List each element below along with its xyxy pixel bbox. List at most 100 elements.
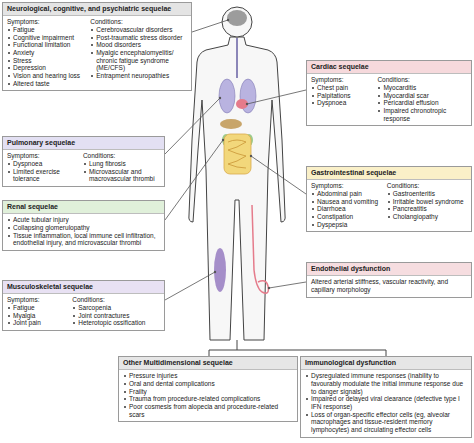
leader-dot xyxy=(250,155,252,157)
list-item: Poor cosmesis from alopecia and procedur… xyxy=(123,403,293,418)
bullet xyxy=(8,52,10,54)
list-item: Anxiety xyxy=(7,49,86,57)
list-item: Chest pain xyxy=(311,84,373,92)
list-item: Irritable bowel syndrome xyxy=(387,198,467,206)
column: Symptoms:Chest painPalpitationsDyspnoea xyxy=(311,76,373,122)
list-item: Dysregulated immune responses (inability… xyxy=(305,372,467,395)
list-item: Functional limitation xyxy=(7,41,86,49)
list-heading: Conditions: xyxy=(90,18,187,26)
intestines xyxy=(224,134,251,174)
leader-dot xyxy=(246,103,248,105)
column: Symptoms:FatigueMyalgiaJoint pain xyxy=(7,296,68,327)
bullet xyxy=(124,383,126,385)
head xyxy=(222,7,252,37)
list-item: Lung fibrosis xyxy=(83,160,160,168)
list-item: Tissue inflammation, local immune cell i… xyxy=(7,232,160,247)
list-item: Cholangiopathy xyxy=(387,213,467,221)
bullet xyxy=(8,83,10,85)
bullet xyxy=(124,398,126,400)
list-heading: Symptoms: xyxy=(7,18,86,26)
list-item: Cognitive impairment xyxy=(7,34,86,42)
leader-line xyxy=(192,20,228,32)
bullet xyxy=(388,193,390,195)
bullet xyxy=(8,219,10,221)
bullet xyxy=(378,87,380,89)
list-heading: Symptoms: xyxy=(311,182,383,190)
sequelae-box: Pulmonary sequelaeSymptoms:DyspnoeaLimit… xyxy=(2,136,165,187)
list-heading: Symptoms: xyxy=(311,76,373,84)
leader-line xyxy=(269,282,306,288)
bullet xyxy=(306,398,308,400)
bullet xyxy=(8,67,10,69)
sequelae-box: Endothelial dysfunctionAltered arterial … xyxy=(306,262,472,298)
column: Altered arterial stiffness, vascular rea… xyxy=(311,278,467,293)
bullet xyxy=(312,102,314,104)
list-item: Pericardial effusion xyxy=(377,99,467,107)
column: Conditions:SarcopeniaJoint contracturesH… xyxy=(72,296,160,327)
bullet xyxy=(91,44,93,46)
list-item: Mood disorders xyxy=(90,41,187,49)
list-item: Depression xyxy=(7,64,86,72)
bullet xyxy=(388,208,390,210)
bullet xyxy=(312,224,314,226)
list-item: Myocarditis xyxy=(377,84,467,92)
list-item: Diarrhoea xyxy=(311,205,383,213)
box-heading: Other Multidimensional sequelae xyxy=(119,357,297,370)
sequelae-box: Renal sequelaeAcute tubular injuryCollap… xyxy=(2,200,165,251)
bullet xyxy=(312,216,314,218)
box-body: Symptoms:Chest painPalpitationsDyspnoeaC… xyxy=(307,74,471,125)
bullet xyxy=(378,110,380,112)
leader-dot xyxy=(222,139,224,141)
body-outline xyxy=(189,37,285,340)
bullet xyxy=(312,193,314,195)
box-heading: Neurological, cognitive, and psychiatric… xyxy=(3,3,191,16)
list-item: Myocardial scar xyxy=(377,92,467,100)
leader-dot xyxy=(227,19,229,21)
bullet xyxy=(306,414,308,416)
list-item: Oral and dental complications xyxy=(123,380,293,388)
bullet xyxy=(306,375,308,377)
bullet xyxy=(91,37,93,39)
list-item: Abdominal pain xyxy=(311,190,383,198)
list-item: Joint contractures xyxy=(72,312,160,320)
intestine-coils xyxy=(228,140,246,168)
list-item: Cerebrovascular disorders xyxy=(90,26,187,34)
column: Conditions:Lung fibrosisMicrovascular an… xyxy=(83,152,160,183)
liver xyxy=(220,119,242,129)
list-item: Palpitations xyxy=(311,92,373,100)
box-heading: Cardiac sequelae xyxy=(307,61,471,74)
leader-dot xyxy=(214,271,216,273)
box-heading: Gastrointestinal sequelae xyxy=(307,167,471,180)
list-item: Post-traumatic stress disorder xyxy=(90,34,187,42)
sequelae-box: Other Multidimensional sequelaePressure … xyxy=(118,356,298,422)
blood-vessel xyxy=(252,205,268,293)
sequelae-box: Gastrointestinal sequelaeSymptoms:Abdomi… xyxy=(306,166,472,232)
sequelae-box: Immunological dysfunctionDysregulated im… xyxy=(300,356,472,438)
column: Pressure injuriesOral and dental complic… xyxy=(123,372,293,418)
column: Symptoms:Abdominal painNausea and vomiti… xyxy=(311,182,383,228)
bullet xyxy=(8,60,10,62)
column: Conditions:GastroenteritisIrritable bowe… xyxy=(387,182,467,228)
bullet xyxy=(84,163,86,165)
leader-dot xyxy=(268,287,270,289)
list-item: Sarcopenia xyxy=(72,304,160,312)
list-item: Pressure injuries xyxy=(123,372,293,380)
bullet xyxy=(388,216,390,218)
list-item: Entrapment neuropathies xyxy=(90,72,187,80)
bullet xyxy=(124,406,126,408)
list-item: Frailty xyxy=(123,388,293,396)
bullet xyxy=(8,171,10,173)
bullet xyxy=(8,163,10,165)
bullet xyxy=(388,201,390,203)
sequelae-box: Musculoskeletal sequelaeSymptoms:Fatigue… xyxy=(2,280,165,331)
bullet xyxy=(312,208,314,210)
list-item: Dyspepsia xyxy=(311,221,383,229)
list-item: Collapsing glomerulopathy xyxy=(7,224,160,232)
list-item: Nausea and vomiting xyxy=(311,198,383,206)
list-item: Pancreatitis xyxy=(387,205,467,213)
box-body: Symptoms:DyspnoeaLimited exercise tolera… xyxy=(3,150,164,186)
list-item: Stress xyxy=(7,57,86,65)
leader-line xyxy=(165,98,220,154)
bullet xyxy=(8,315,10,317)
list-heading: Conditions: xyxy=(377,76,467,84)
